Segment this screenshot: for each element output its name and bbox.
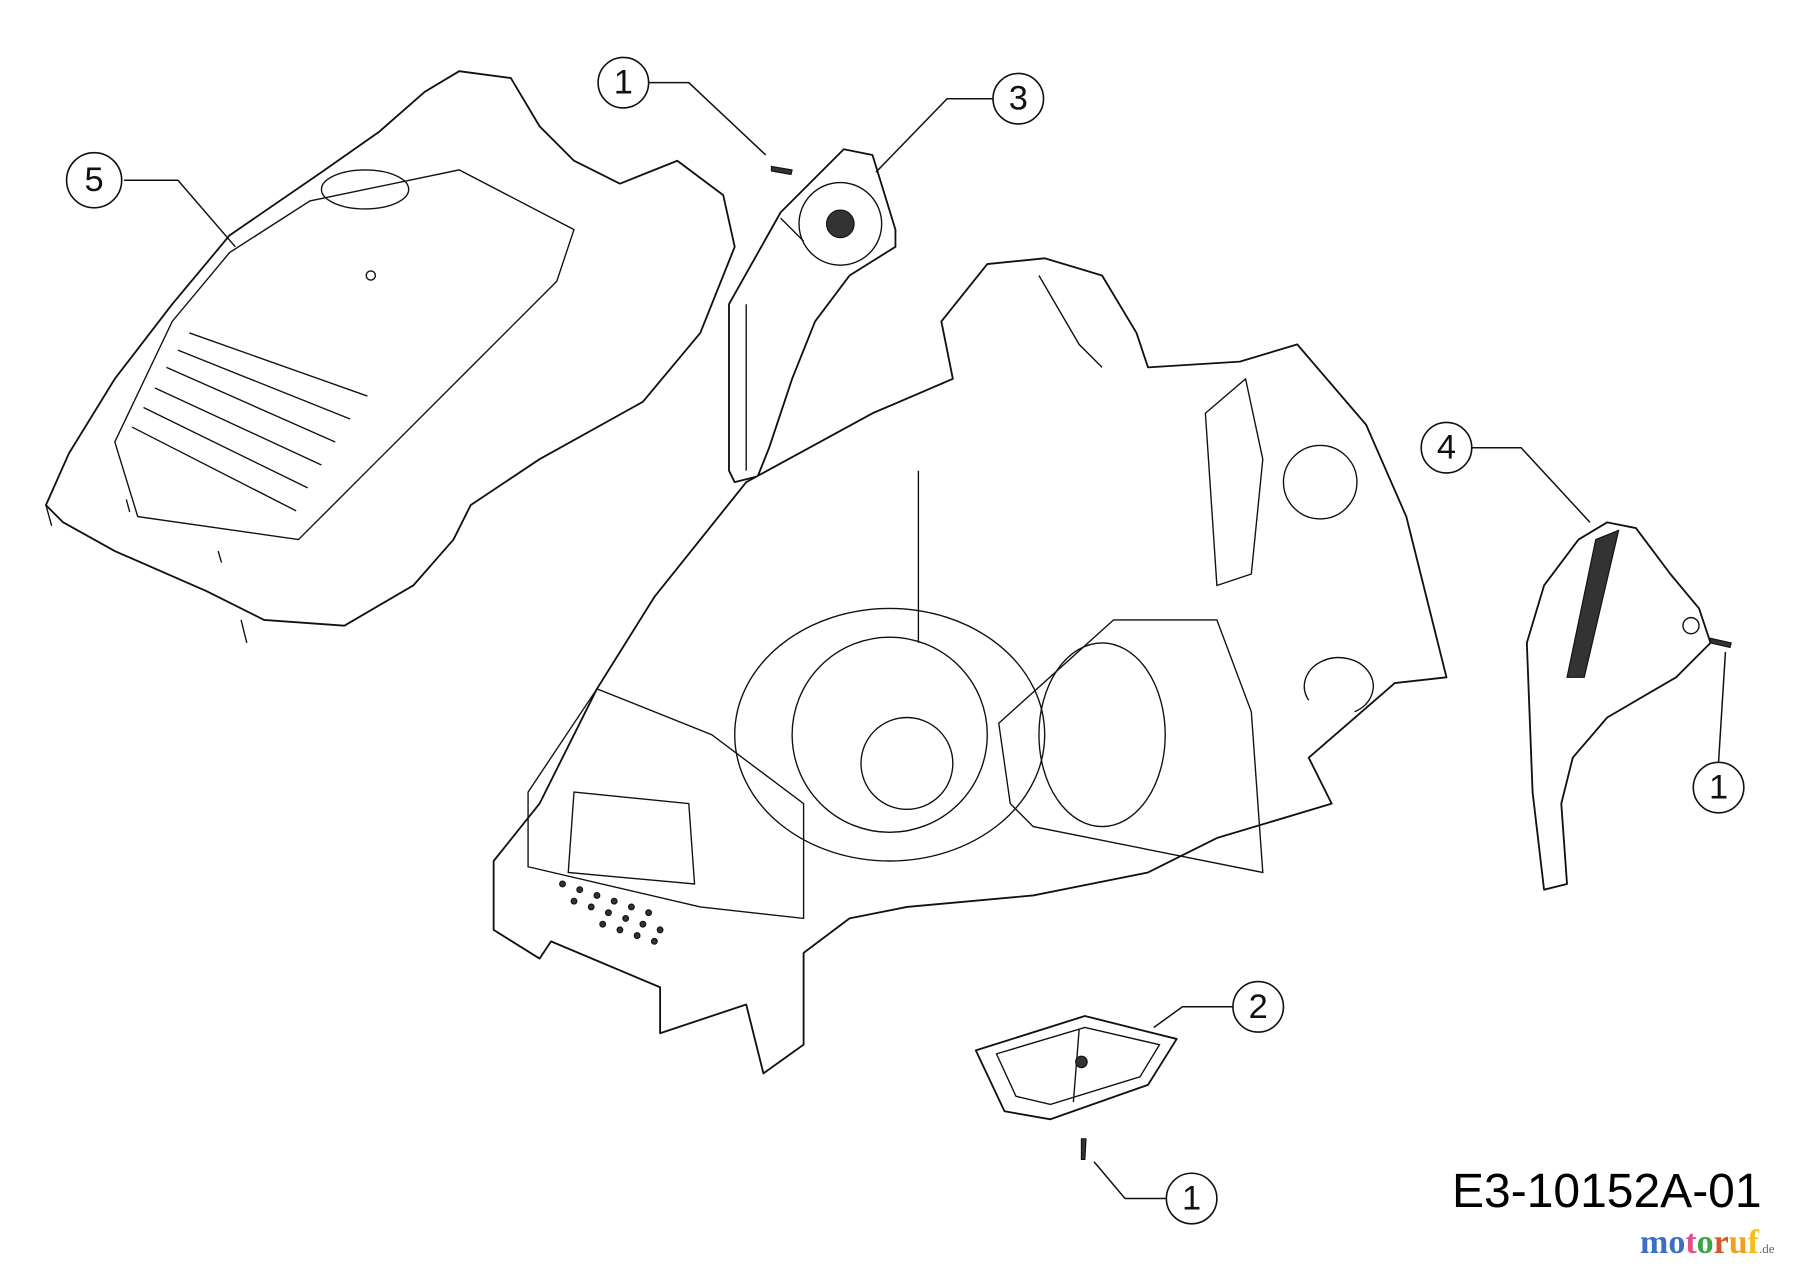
callouts: 5 1 3 4 1 2 1	[65, 56, 1745, 1225]
watermark-logo: motoruf.de	[1640, 1226, 1775, 1260]
drawing-code: E3-10152A-01	[1452, 1165, 1762, 1218]
watermark-letter: u	[1728, 1224, 1748, 1261]
callout-label: 1	[614, 64, 633, 102]
callout-label: 1	[1709, 769, 1728, 807]
watermark-letter: m	[1640, 1224, 1669, 1261]
watermark-letter: r	[1713, 1224, 1729, 1261]
callout-label: 2	[1249, 988, 1268, 1026]
callout-label: 5	[85, 161, 104, 199]
callout-1a: 1	[597, 56, 650, 109]
watermark-letter: t	[1685, 1224, 1697, 1261]
callout-5: 5	[65, 151, 123, 209]
watermark-letter: f	[1747, 1224, 1759, 1261]
callout-4: 4	[1420, 421, 1473, 474]
leader-lines	[123, 81, 1727, 1200]
callout-label: 1	[1182, 1180, 1201, 1218]
callout-label: 3	[1009, 80, 1028, 118]
cover-part	[45, 70, 736, 644]
mower-deck-part	[492, 257, 1448, 1075]
watermark-letter: o	[1668, 1224, 1686, 1261]
flap-plate-part	[974, 1015, 1178, 1121]
watermark-letter: o	[1696, 1224, 1714, 1261]
screw-icons	[770, 165, 1732, 1161]
watermark-suffix: .de	[1759, 1241, 1775, 1256]
right-bracket-part	[1525, 521, 1712, 891]
callout-1b: 1	[1692, 761, 1745, 814]
callout-label: 4	[1437, 429, 1456, 467]
left-bracket-part	[728, 148, 897, 484]
callout-1c: 1	[1165, 1172, 1218, 1225]
callout-2: 2	[1232, 980, 1285, 1033]
callout-3: 3	[992, 72, 1045, 125]
